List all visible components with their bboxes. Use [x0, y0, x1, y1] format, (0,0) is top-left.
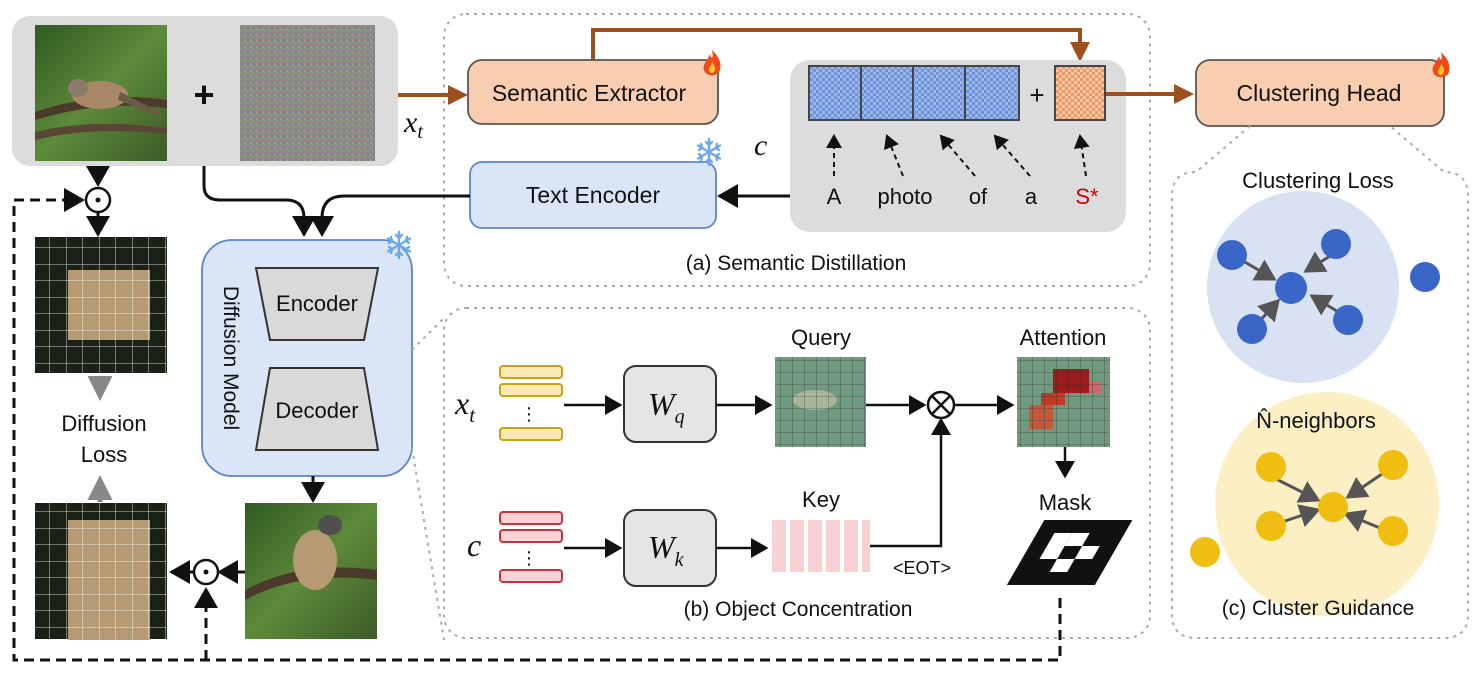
attention-map [1017, 357, 1110, 447]
section-b-caption: (b) Object Concentration [684, 598, 913, 621]
section-c-caption: (c) Cluster Guidance [1222, 597, 1415, 620]
c-token-stack [499, 511, 563, 583]
decoder-label: Decoder [275, 398, 358, 423]
token-arrows [826, 134, 1090, 177]
input-plus: + [193, 74, 214, 115]
encoder-to-diffusion-arrow [310, 194, 470, 237]
diffusion-model-label: Diffusion Model [219, 286, 242, 430]
pseudo-token-embedding [1054, 65, 1106, 121]
masked-output-image [35, 503, 167, 640]
section-c-box [1171, 125, 1469, 639]
prompt-tokens: A photo of a S* [827, 184, 1099, 209]
noise-image [240, 25, 375, 161]
prompt-embeddings [808, 65, 1020, 121]
diffusion-loss-line1: Diffusion [61, 411, 146, 436]
query-map [775, 357, 866, 447]
yellow-cluster-dots [1190, 450, 1408, 567]
clustering-loss-label: Clustering Loss [1242, 168, 1394, 193]
flame-icon [703, 50, 721, 76]
token-1: photo [877, 184, 932, 209]
extractor-to-token-arrow [591, 28, 1090, 62]
encoder-trapezoid [254, 267, 380, 341]
key-label: Key [802, 487, 840, 512]
prompt-plus: + [1029, 80, 1044, 110]
svg-text:⋮: ⋮ [520, 548, 538, 568]
xt-label: xt [403, 106, 423, 143]
token-2: of [969, 184, 988, 209]
eot-label: <EOT> [893, 558, 951, 578]
query-label: Query [791, 325, 851, 350]
key-tokens [772, 520, 870, 572]
neighbors-label: N̂-neighbors [1256, 408, 1376, 433]
attention-label: Attention [1020, 325, 1107, 350]
decoder-trapezoid [254, 367, 380, 451]
token-4: S* [1075, 184, 1099, 209]
clustering-head-box [1195, 59, 1445, 127]
section-a-box [443, 13, 1151, 287]
xt-token-stack [499, 365, 563, 441]
b-c-label: c [467, 527, 481, 563]
snowflake-icon [696, 137, 722, 167]
section-a-caption: (a) Semantic Distillation [686, 252, 907, 275]
bird-image [35, 25, 167, 161]
clustering-head-label: Clustering Head [1237, 80, 1402, 106]
encoder-label: Encoder [276, 291, 358, 316]
flame-icon [1432, 52, 1450, 78]
wq-label: Wq [648, 386, 685, 428]
token-0: A [827, 184, 842, 209]
blue-cluster-dots [1217, 229, 1440, 344]
b-xt-label: xt [454, 385, 476, 427]
wk-label: Wk [648, 529, 685, 571]
mask-label: Mask [1039, 490, 1093, 515]
output-bird-image [245, 503, 377, 639]
section-b-box [443, 307, 1151, 639]
c-label: c [754, 129, 767, 162]
eot-arrow [870, 417, 951, 548]
token-3: a [1025, 184, 1038, 209]
svg-text:⋮: ⋮ [520, 404, 538, 424]
yellow-cluster-arrows [1273, 472, 1383, 532]
diffusion-loss-line2: Loss [81, 442, 127, 467]
semantic-extractor-label: Semantic Extractor [492, 80, 687, 106]
masked-input-image [35, 237, 167, 373]
input-to-diffusion-arrow [202, 166, 316, 237]
mask-feedback-loop [12, 188, 1062, 662]
mask-image [1006, 520, 1133, 586]
text-encoder-label: Text Encoder [526, 182, 661, 208]
